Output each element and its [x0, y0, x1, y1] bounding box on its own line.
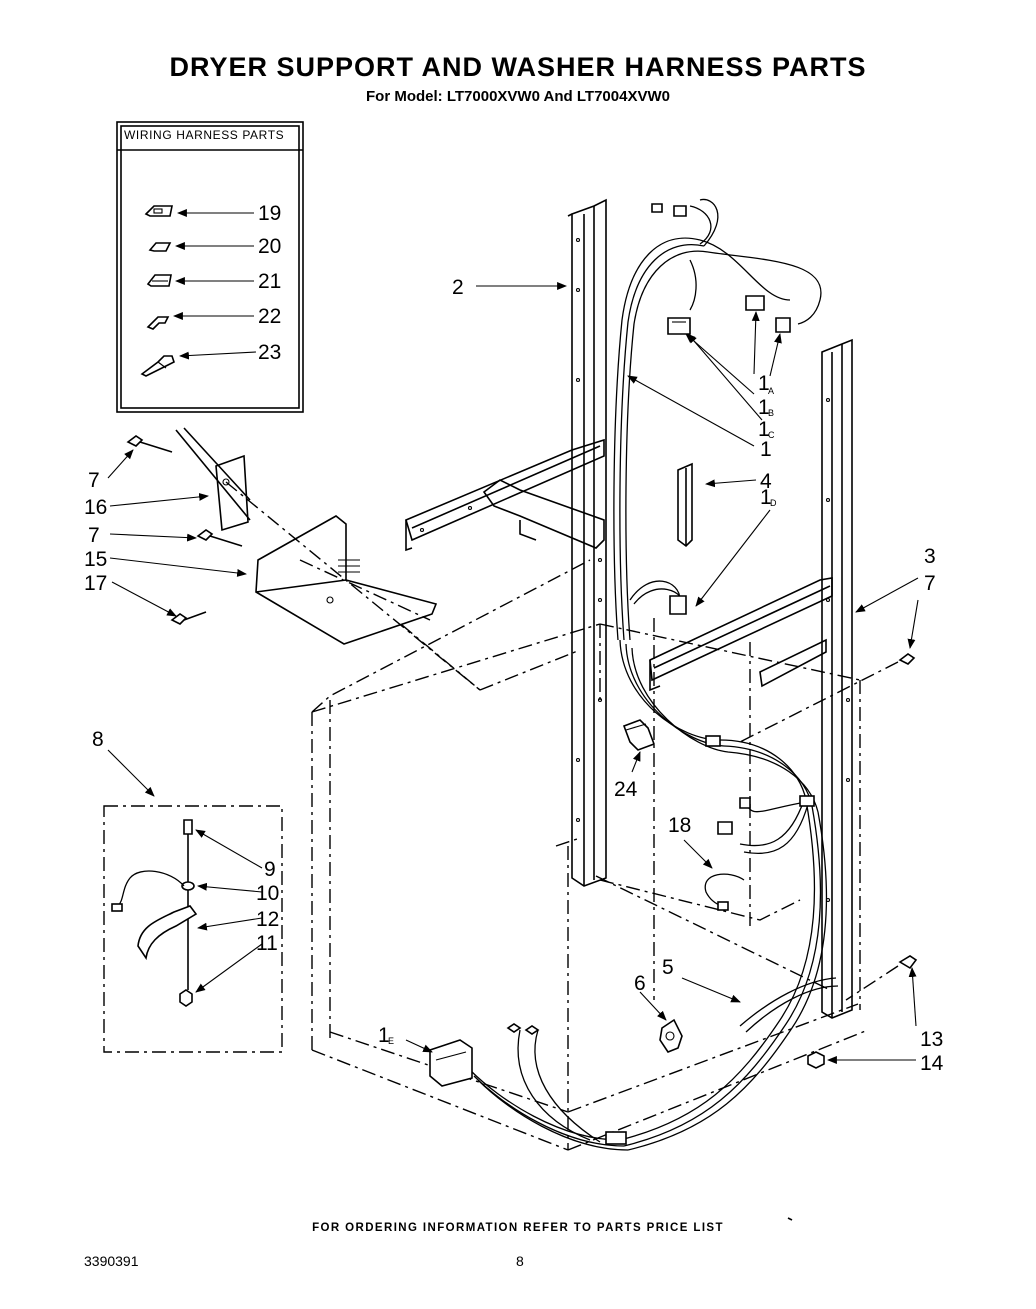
washer-cabinet-outline	[311, 559, 869, 1151]
model-subtitle: For Model: LT7000XVW0 And LT7004XVW0	[366, 88, 670, 105]
callout-7-upper: 7	[88, 469, 100, 492]
callout-1b: 1	[758, 396, 770, 419]
callout-6: 6	[634, 972, 646, 995]
document-number: 3390391	[84, 1253, 139, 1269]
callout-15: 15	[84, 548, 107, 571]
page-title: DRYER SUPPORT AND WASHER HARNESS PARTS	[169, 52, 867, 82]
callout-1c-sub: C	[768, 430, 775, 440]
callout-1c: 1	[758, 418, 770, 441]
ordering-note: FOR ORDERING INFORMATION REFER TO PARTS …	[312, 1222, 724, 1234]
callout-14: 14	[920, 1052, 944, 1075]
screw-7-right	[739, 653, 916, 743]
callout-7-middle: 7	[88, 524, 100, 547]
callout-23: 23	[258, 341, 281, 364]
page-number: 8	[516, 1253, 524, 1269]
callout-5: 5	[662, 956, 674, 979]
dryer-support-crossbar-right	[649, 577, 833, 692]
callout-13: 13	[920, 1028, 943, 1051]
callout-leaders	[107, 282, 919, 1064]
callout-19: 19	[258, 202, 281, 225]
callout-11: 11	[256, 932, 278, 955]
inset-title: WIRING HARNESS PARTS	[124, 128, 285, 142]
terminal-22-icon	[146, 316, 170, 330]
ground-kit-inset	[103, 805, 283, 1053]
connector-21-icon	[146, 274, 172, 287]
bracket-4	[677, 462, 693, 548]
support-bracket	[482, 479, 605, 549]
callout-9: 9	[264, 858, 276, 881]
callout-4: 4	[760, 470, 772, 493]
harness-connectors	[429, 203, 791, 1087]
clamp-6	[659, 1018, 683, 1053]
callout-24: 24	[614, 778, 638, 801]
terminal-23-icon	[140, 355, 175, 377]
callout-7-right: 7	[924, 572, 936, 595]
dryer-support-upright-left	[567, 198, 607, 887]
callout-17: 17	[84, 572, 107, 595]
dryer-support-upright-right	[821, 338, 853, 1019]
washer-wiring-harness	[469, 198, 828, 1151]
callout-20: 20	[258, 235, 281, 258]
callout-1: 1	[760, 438, 772, 461]
callout-1a: 1	[758, 372, 770, 395]
screw-13	[845, 955, 918, 1001]
connector-19-icon	[144, 205, 173, 217]
callout-16: 16	[84, 496, 107, 519]
callout-12: 12	[256, 908, 279, 931]
callout-3: 3	[924, 545, 936, 568]
callout-1d: 1	[760, 486, 772, 509]
nut-14	[807, 1051, 825, 1069]
callout-10: 10	[256, 882, 279, 905]
callout-1e: 1	[378, 1024, 390, 1047]
callout-22: 22	[258, 305, 281, 328]
harness-clip-24	[622, 719, 656, 751]
terminal-20-icon	[148, 242, 172, 252]
callout-1a-sub: A	[768, 386, 774, 396]
switch-housing-assembly	[126, 427, 481, 691]
drain-hose-5	[739, 977, 839, 1033]
callout-2: 2	[452, 276, 464, 299]
callout-21: 21	[258, 270, 281, 293]
callout-1e-sub: E	[388, 1036, 394, 1046]
callout-8: 8	[92, 728, 104, 751]
callout-1b-sub: B	[768, 408, 774, 418]
wiring-harness-inset: 19 20 21 22 23	[116, 121, 304, 413]
ground-wire-18	[704, 873, 745, 911]
callout-18: 18	[668, 814, 691, 837]
dryer-support-crossbar-left	[405, 438, 605, 552]
callout-1d-sub: D	[770, 498, 777, 508]
